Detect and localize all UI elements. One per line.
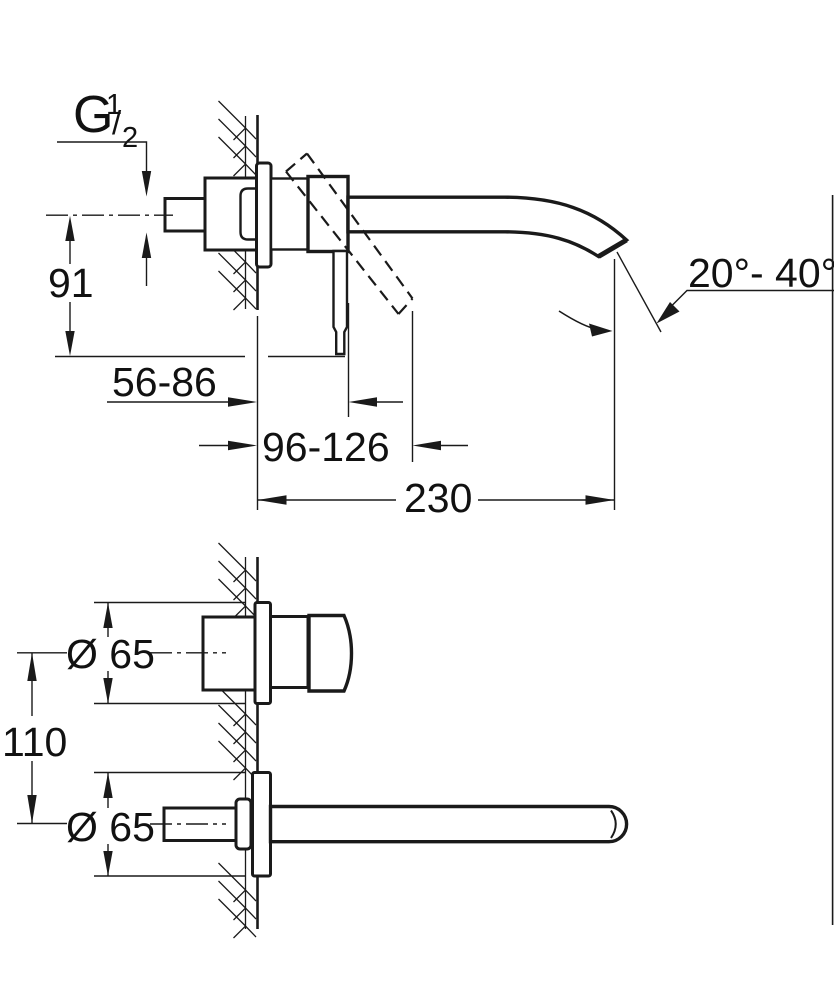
dim-dia-65-top: Ø 65 [66,601,246,705]
wall-hatch-c [218,862,257,939]
dim-label-56-86: 56-86 [112,359,217,405]
handle-escutcheon [253,601,272,705]
dim-56-86: 56-86 [107,359,403,407]
spout-escutcheon [251,771,272,878]
dim-label-96-126: 96-126 [262,424,390,470]
spout-unit [150,771,629,878]
dim-96-126: 96-126 [199,424,468,470]
spout-connection-nut [234,797,253,851]
arrowhead-up [65,215,75,241]
spout-inlet-pipe [162,806,242,842]
dim-label-91: 91 [48,260,94,306]
dim-label-230: 230 [404,475,472,521]
arrowhead-right [228,440,257,451]
arrowhead-up [103,772,113,798]
handle-sleeve [269,615,310,689]
wall-hatch-upper [218,100,257,177]
thread-size-label: G 1 / 2 [73,86,138,154]
dim-thread-g-half: G 1 / 2 [57,86,152,286]
arrowhead-down [65,331,75,356]
arrowhead-left [348,397,377,407]
cartridge [239,187,259,241]
spout-plan [268,804,629,844]
arrowhead-up [27,652,37,681]
handle-unit [150,601,354,705]
arrowhead-up [103,602,113,628]
arrowhead-down [103,851,113,876]
arrowhead-down [27,795,37,824]
dim-230: 230 [257,475,615,521]
handle-knob [307,613,354,693]
plan-view: Ø 65 Ø 65 110 [2,542,629,939]
dim-label-dia65-bottom: Ø 65 [66,804,155,850]
side-view: G 1 / 2 91 56-86 [46,86,834,521]
arrowhead-left [257,495,287,505]
spout-outlet-face [597,237,628,259]
arrowhead-down [141,171,152,197]
spout [346,195,630,259]
escutcheon-sleeve [269,177,310,251]
wall-hatch-b [218,686,257,781]
wall-escutcheon [255,161,273,269]
dim-label-angle: 20°- 40° [688,250,834,296]
spout-tip-arc [610,809,617,839]
dim-outlet-angle: 20°- 40° [558,250,834,337]
dim-91: 91 [48,215,345,358]
arrowhead-down-left [656,302,680,324]
arrowhead-up [141,232,152,258]
spout-base [306,174,350,254]
lever-handle [332,249,349,356]
angle-leader-line [668,289,834,309]
dim-label-110: 110 [2,719,67,765]
thread-leader-line [57,141,148,183]
dim-label-dia65-top: Ø 65 [66,631,155,677]
arrowhead-right [228,397,257,407]
dim-110: 110 [2,652,67,825]
arrowhead-right [589,323,613,337]
arrowhead-right [585,495,615,505]
arrowhead-left [412,440,441,451]
wall-hatch-a [218,542,257,619]
stream-angle-line [616,251,662,333]
dim-dia-65-bottom: Ø 65 [66,771,246,877]
arrowhead-down [103,678,113,704]
valve-body [201,615,260,692]
